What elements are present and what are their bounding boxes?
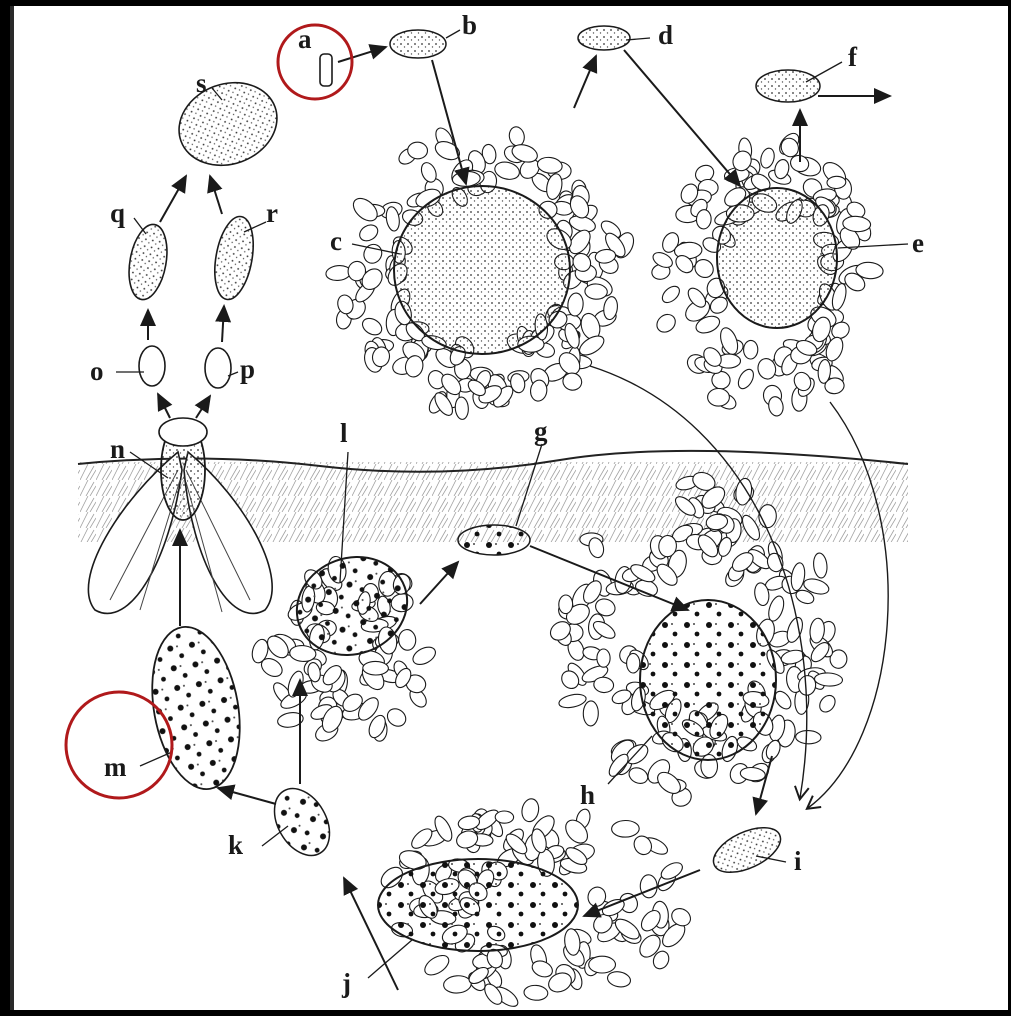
stage-k-nymph	[263, 779, 341, 865]
label-m: m	[104, 752, 127, 782]
label-h: h	[580, 780, 595, 810]
stage-g-crawler	[458, 525, 530, 555]
label-d: d	[658, 20, 673, 50]
egg	[410, 644, 438, 668]
label-l: l	[340, 418, 348, 448]
label-g: g	[534, 416, 548, 446]
label-e: e	[912, 228, 924, 258]
egg	[759, 147, 777, 170]
egg	[631, 833, 655, 858]
egg	[357, 222, 381, 244]
label-i: i	[794, 846, 802, 876]
stage-b-crawler	[390, 30, 446, 58]
egg	[520, 797, 540, 823]
egg	[325, 264, 351, 281]
egg	[795, 730, 821, 744]
label-r: r	[266, 198, 278, 228]
egg	[743, 340, 758, 359]
stage-f-crawler	[756, 70, 820, 102]
egg	[398, 629, 417, 651]
egg	[597, 649, 610, 667]
egg	[455, 397, 470, 420]
label-o: o	[90, 356, 104, 386]
egg	[735, 367, 756, 391]
egg	[708, 389, 730, 407]
egg	[360, 315, 385, 338]
egg	[384, 705, 409, 730]
stage-c-body	[394, 186, 570, 354]
label-a: a	[298, 24, 312, 54]
stage-d-crawler	[578, 26, 630, 50]
highlight-circle-m	[66, 692, 172, 798]
egg	[611, 820, 639, 837]
stage-j-body	[378, 859, 578, 951]
label-b: b	[462, 10, 477, 40]
egg	[508, 126, 526, 148]
egg	[349, 194, 381, 225]
egg	[640, 875, 658, 899]
egg	[589, 956, 616, 973]
stage-i-crawler	[707, 818, 787, 881]
stage-o-pupa	[139, 346, 165, 386]
stage-q-adult	[124, 221, 173, 302]
label-c: c	[330, 226, 342, 256]
egg	[827, 176, 846, 189]
stage-e-body	[717, 188, 837, 328]
egg	[421, 952, 452, 979]
egg	[361, 241, 386, 266]
stage-a-egg	[320, 54, 332, 86]
stage-s-mating-pair	[167, 69, 288, 178]
egg	[659, 283, 682, 306]
egg	[606, 970, 632, 989]
egg	[653, 311, 678, 336]
label-q: q	[110, 198, 125, 228]
stage-h-body	[640, 600, 776, 760]
stage-r-adult	[209, 214, 259, 303]
egg	[558, 692, 588, 710]
egg	[524, 985, 549, 1001]
label-j: j	[341, 968, 351, 998]
egg	[567, 292, 584, 316]
label-n: n	[110, 434, 125, 464]
egg	[789, 562, 806, 592]
stage-p-pupa	[205, 348, 231, 388]
label-s: s	[196, 68, 207, 98]
egg	[558, 595, 572, 614]
egg	[627, 653, 640, 673]
egg	[363, 661, 389, 675]
label-f: f	[848, 42, 858, 72]
egg	[495, 811, 514, 824]
egg	[817, 692, 839, 715]
egg	[812, 552, 828, 578]
label-k: k	[228, 830, 243, 860]
egg	[583, 701, 598, 726]
label-p: p	[240, 354, 255, 384]
egg	[443, 975, 472, 994]
